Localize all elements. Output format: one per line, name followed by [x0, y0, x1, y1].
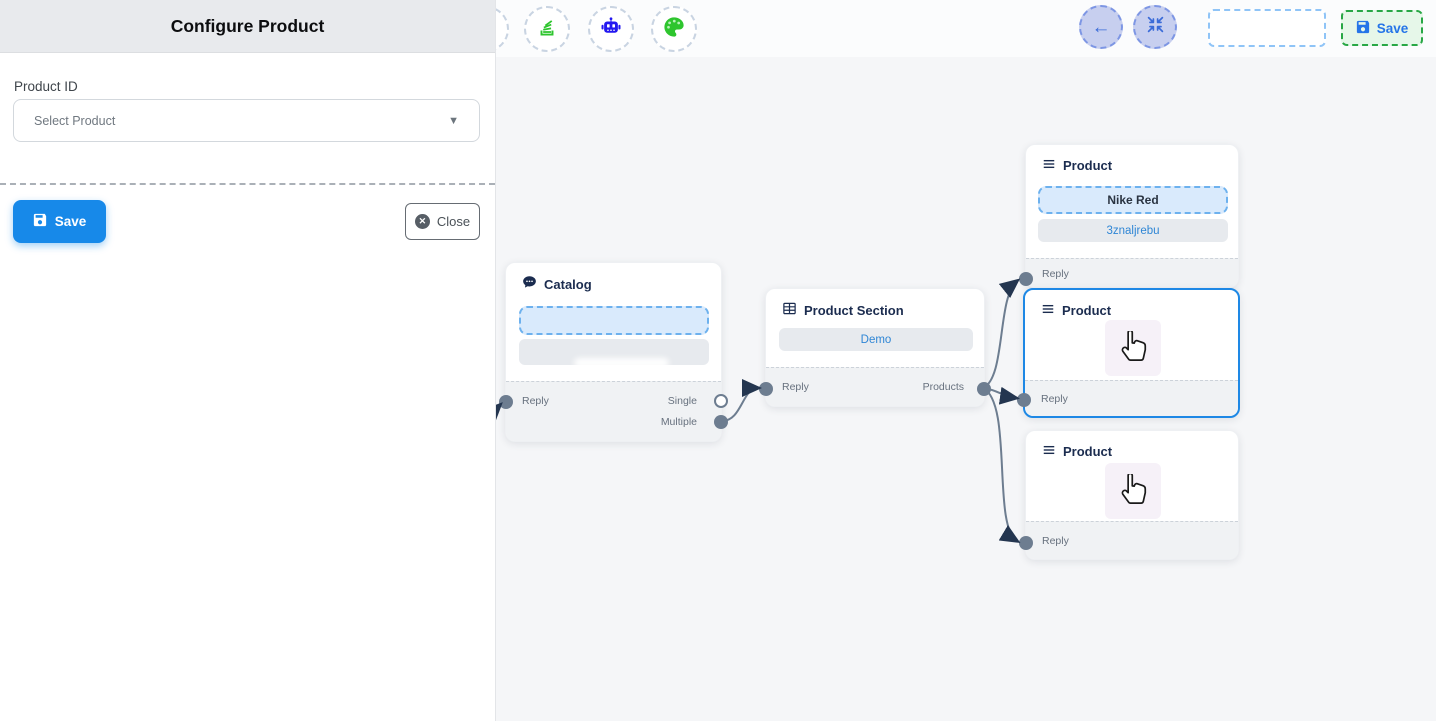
node-title: Product: [1063, 158, 1113, 173]
back-button[interactable]: ←: [1079, 5, 1123, 49]
node-product-middle-header: Product: [1041, 302, 1111, 319]
section-option-label: Demo: [860, 333, 892, 346]
catalog-body-field[interactable]: [519, 306, 709, 335]
handle-label-reply: Reply: [522, 395, 549, 407]
panel-title: Configure Product: [170, 15, 325, 36]
node-product-top[interactable]: Product Nike Red 3znaljrebu Reply: [1019, 144, 1239, 288]
menu-icon: [1041, 302, 1055, 319]
product-id-field[interactable]: 3znaljrebu: [1038, 219, 1228, 242]
node-title: Catalog: [544, 276, 592, 292]
robot-icon: [600, 16, 622, 43]
edge-section-to-product-bottom: [982, 387, 1021, 544]
section-products-handle[interactable]: [977, 382, 991, 396]
table-grid-icon: [782, 301, 797, 319]
edge-catalog-to-section: [721, 379, 762, 422]
panel-close-label: Close: [436, 214, 471, 229]
section-option[interactable]: Demo: [779, 328, 973, 351]
stack-button[interactable]: [524, 6, 570, 52]
handle-label-reply: Reply: [1042, 268, 1069, 280]
product-id-select[interactable]: Select Product ▼: [13, 99, 480, 142]
node-title: Product Section: [804, 302, 904, 318]
node-title: Product: [1062, 303, 1112, 318]
chat-bubble-icon: [522, 275, 537, 293]
palette-button[interactable]: [651, 6, 697, 52]
fit-view-button[interactable]: [1133, 5, 1177, 49]
node-product-section-footer: Reply Products: [766, 367, 984, 406]
panel-save-label: Save: [54, 214, 87, 229]
panel-save-button[interactable]: Save: [13, 200, 106, 243]
section-reply-handle[interactable]: [759, 382, 773, 396]
edge-section-to-product-top: [982, 278, 1021, 389]
panel-header: Configure Product: [0, 0, 495, 53]
handle-label-single: Single: [667, 395, 697, 407]
arrow-left-icon: ←: [1091, 16, 1111, 38]
close-circle-icon: ✕: [414, 214, 430, 229]
catalog-footer-field[interactable]: [519, 339, 709, 365]
smudge-artifact: [574, 358, 669, 365]
catalog-reply-handle[interactable]: [499, 395, 513, 409]
product-top-reply-handle[interactable]: [1019, 272, 1033, 286]
config-panel: Configure Product Product ID Select Prod…: [0, 0, 496, 721]
node-product-middle-footer: Reply: [1025, 380, 1238, 416]
handle-label-multiple: Multiple: [660, 416, 697, 428]
menu-icon: [1042, 157, 1056, 174]
node-product-top-footer: Reply: [1026, 258, 1238, 287]
node-product-top-header: Product: [1042, 157, 1112, 174]
product-id-label: 3znaljrebu: [1106, 224, 1160, 237]
product-name-field[interactable]: Nike Red: [1038, 186, 1228, 214]
select-placeholder: Select Product: [34, 113, 116, 128]
handle-label-reply: Reply: [1041, 393, 1068, 405]
node-product-bottom-header: Product: [1042, 443, 1112, 460]
stack-icon: [536, 16, 558, 43]
handle-label-products: Products: [922, 381, 964, 393]
canvas-save-label: Save: [1376, 20, 1409, 36]
compress-icon: [1147, 16, 1164, 38]
node-catalog-header: Catalog: [522, 275, 592, 293]
node-catalog[interactable]: Catalog Reply Single Multiple: [499, 262, 728, 442]
node-product-bottom-footer: Reply: [1026, 521, 1238, 559]
product-id-label: Product ID: [14, 79, 78, 94]
palette-icon: [663, 16, 685, 43]
robot-button[interactable]: [588, 6, 634, 52]
save-icon: [1356, 20, 1370, 37]
panel-close-button[interactable]: ✕ Close: [405, 203, 480, 240]
menu-icon: [1042, 443, 1056, 460]
node-title: Product: [1063, 444, 1113, 459]
handle-label-reply: Reply: [1042, 535, 1069, 547]
product-middle-reply-handle[interactable]: [1017, 393, 1031, 407]
empty-dropzone[interactable]: [1208, 9, 1326, 47]
save-icon: [33, 213, 47, 230]
product-name-label: Nike Red: [1107, 193, 1159, 207]
canvas-save-button[interactable]: Save: [1341, 10, 1423, 46]
node-product-section-header: Product Section: [782, 301, 904, 319]
product-bottom-reply-handle[interactable]: [1019, 536, 1033, 550]
node-catalog-footer: Reply Single Multiple: [506, 381, 721, 441]
catalog-single-handle[interactable]: [714, 394, 728, 408]
node-product-section[interactable]: Product Section Demo Reply Products: [759, 288, 991, 407]
chevron-down-icon: ▼: [448, 114, 459, 127]
node-product-middle[interactable]: Product Reply: [1017, 288, 1240, 418]
panel-divider: [0, 183, 495, 185]
handle-label-reply: Reply: [782, 381, 809, 393]
catalog-multiple-handle[interactable]: [714, 415, 728, 429]
